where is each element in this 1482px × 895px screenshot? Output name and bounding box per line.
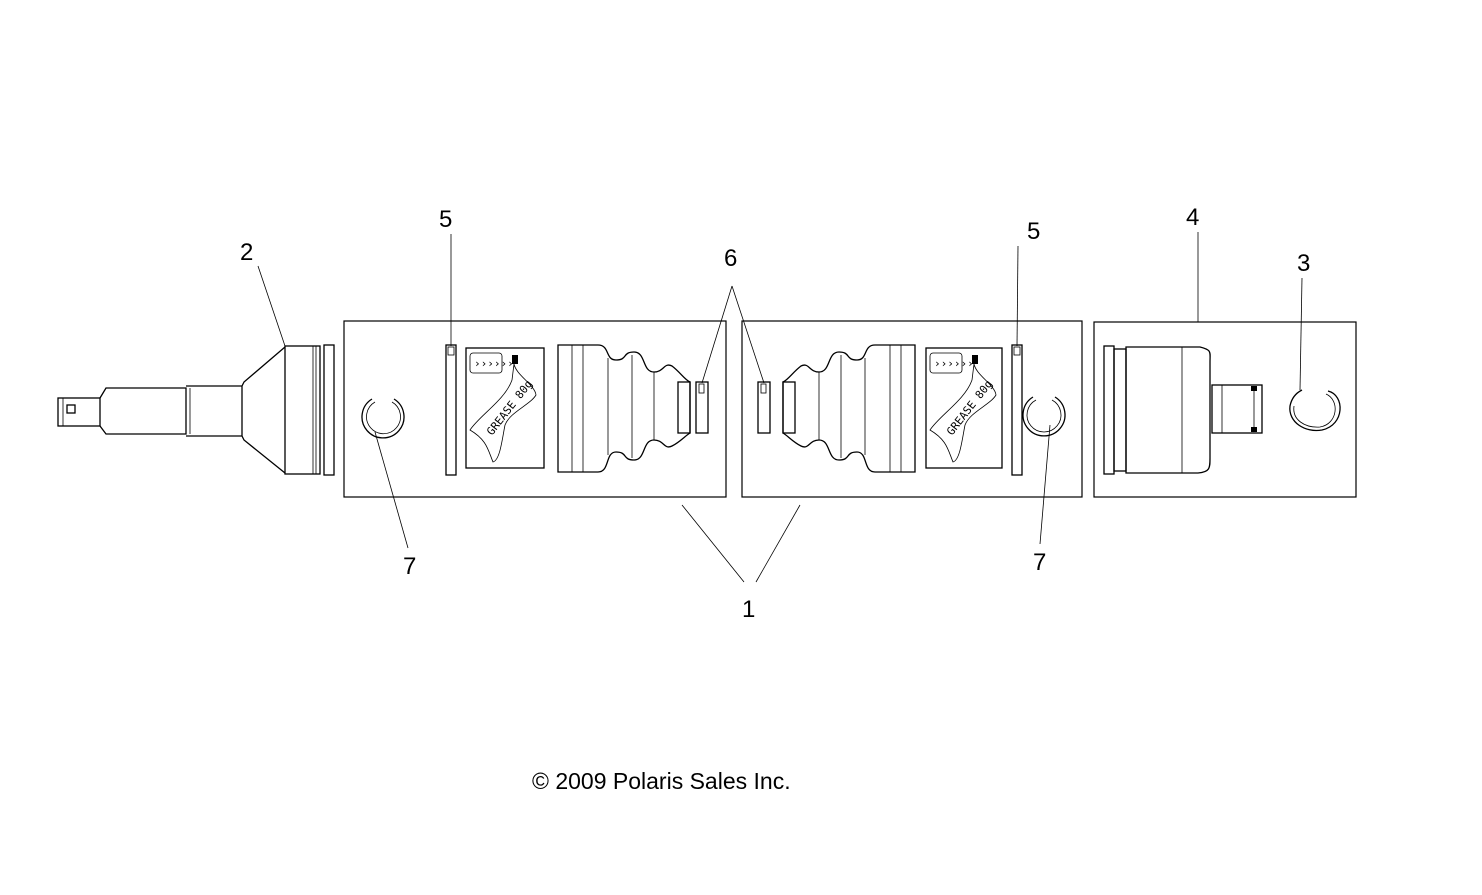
boot-clamp-small-right [757, 381, 771, 434]
callout-5-left: 5 [439, 206, 452, 233]
leader-lines [257, 232, 1303, 583]
cv-boot-left [557, 344, 691, 473]
retaining-ring-right [1022, 396, 1066, 437]
callout-1: 1 [742, 596, 755, 623]
callout-7-left: 7 [403, 553, 416, 580]
boot-kit-box-right [741, 320, 1083, 498]
retaining-ring-left [361, 398, 405, 439]
svg-text:››››››: ›››››› [934, 357, 974, 370]
callout-2: 2 [240, 239, 253, 266]
inner-cv-joint-box [1093, 321, 1357, 498]
callout-7-right: 7 [1033, 549, 1046, 576]
svg-text:GREASE 80g: GREASE 80g [944, 378, 995, 438]
inner-cv-joint [1103, 345, 1263, 475]
callout-4: 4 [1186, 204, 1199, 231]
svg-text:››››››: ›››››› [474, 357, 514, 370]
callout-3: 3 [1297, 250, 1310, 277]
circlip [1289, 389, 1341, 432]
boot-clamp-large-left [445, 344, 457, 476]
outer-cv-joint-shaft [57, 344, 335, 476]
callout-6: 6 [724, 245, 737, 272]
grease-pack-left: ›››››› GREASE 80g [465, 347, 545, 469]
boot-clamp-large-right [1011, 344, 1023, 476]
copyright-notice: © 2009 Polaris Sales Inc. [532, 768, 791, 794]
boot-clamp-small-left [695, 381, 709, 434]
svg-text:GREASE 80g: GREASE 80g [484, 378, 535, 438]
boot-kit-box-left [343, 320, 727, 498]
grease-pack-right: ›››››› GREASE 80g [925, 347, 1003, 469]
cv-boot-right [782, 344, 916, 473]
callout-5-right: 5 [1027, 218, 1040, 245]
